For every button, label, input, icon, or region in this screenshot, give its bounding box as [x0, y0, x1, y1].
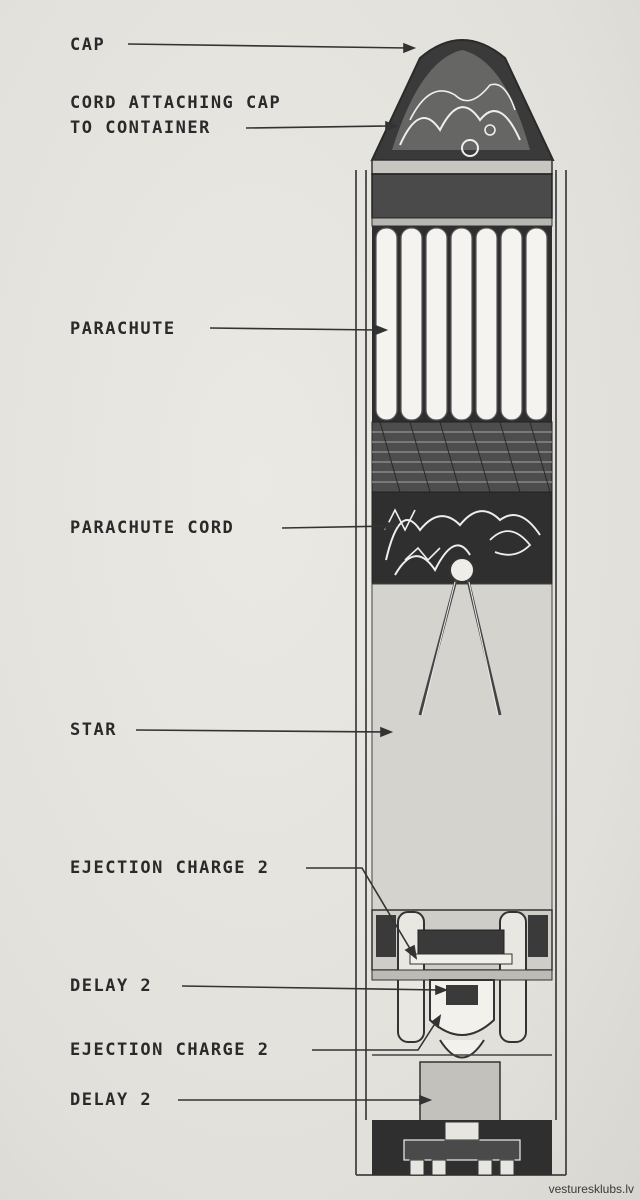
label-ejection-charge-lower: EJECTION CHARGE 2: [70, 1040, 270, 1060]
ejection-assembly: [371, 909, 553, 1059]
label-delay-upper: DELAY 2: [70, 976, 153, 996]
label-to-container: TO CONTAINER: [70, 118, 211, 138]
parachute-folds: [372, 226, 552, 422]
label-parachute: PARACHUTE: [70, 319, 176, 339]
label-star: STAR: [70, 720, 117, 740]
label-delay-lower: DELAY 2: [70, 1090, 153, 1110]
wadding-band: [371, 421, 553, 493]
parachute-cord-compartment: [371, 491, 553, 585]
cap-shape: [370, 39, 555, 161]
leader-lines: [127, 42, 449, 1106]
label-cap: CAP: [70, 35, 106, 55]
base-plug: [372, 1061, 552, 1176]
label-parachute-cord: PARACHUTE CORD: [70, 518, 235, 538]
star-compartment: [371, 557, 553, 911]
label-cord-attaching-cap: CORD ATTACHING CAP: [70, 93, 282, 113]
outer-casing: [355, 170, 567, 1176]
label-ejection-charge-upper: EJECTION CHARGE 2: [70, 858, 270, 878]
watermark: vesturesklubs.lv: [548, 1182, 634, 1196]
container-top: [371, 159, 553, 227]
